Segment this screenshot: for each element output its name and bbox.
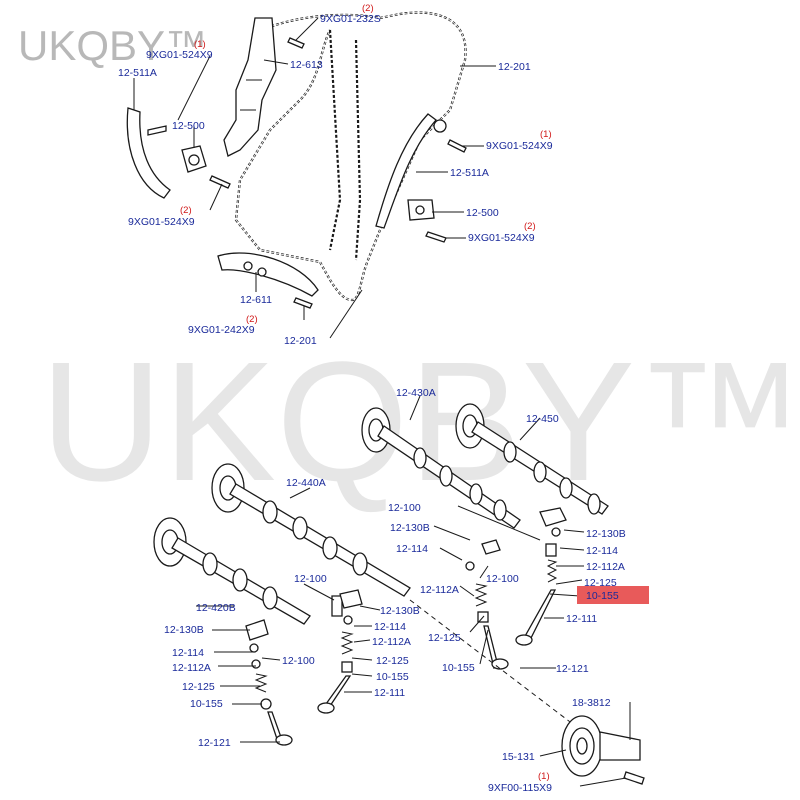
label-12-613: 12-613: [290, 59, 323, 71]
label-12-112A-a: 12-112A: [586, 561, 625, 573]
camshaft-12-440A: [211, 463, 411, 597]
label-12-130B-b: 12-130B: [586, 528, 626, 540]
callout-labels: (2) 9XG01-232S (1) 9XG01-524X9 12-613 12…: [118, 3, 626, 794]
label-12-125-d: 12-125: [182, 681, 215, 693]
label-9XG01-232S: 9XG01-232S: [320, 13, 381, 25]
chain-guide-left-12-511A: [126, 107, 171, 199]
label-12-114-d: 12-114: [172, 647, 204, 659]
label-9XG01-524X9-c: 9XG01-524X9: [128, 216, 195, 228]
corner-watermark: UKQBY™: [18, 22, 207, 69]
chain-guide-lower-12-611: [217, 252, 319, 297]
label-12-100-a: 12-100: [388, 502, 421, 514]
label-9XG01-524X9-a: 9XG01-524X9: [146, 49, 213, 61]
qty-9XG01-524X9-c: (2): [180, 205, 192, 216]
qty-9XG01-242X9: (2): [246, 314, 258, 325]
valve-train-right: [465, 507, 567, 670]
label-12-121-b: 12-121: [198, 737, 231, 749]
bolts-upper: [147, 37, 467, 309]
label-12-125-a: 12-125: [584, 577, 617, 589]
label-12-201-bottom: 12-201: [284, 335, 317, 347]
label-9XG01-242X9: 9XG01-242X9: [188, 324, 255, 336]
qty-9XG01-524X9-a: (1): [194, 39, 206, 50]
label-12-420B: 12-420B: [196, 602, 236, 614]
label-12-611: 12-611: [240, 294, 272, 306]
leader-lines: [133, 17, 631, 787]
label-12-111-a: 12-111: [566, 613, 597, 625]
chain-guide-right-12-511A: [375, 113, 447, 229]
label-12-114-c: 12-114: [374, 621, 406, 633]
label-9XF00-115X9: 9XF00-115X9: [488, 782, 552, 794]
pivot-bolt-12-500-right: [407, 199, 435, 221]
label-10-155-a: 10-155: [442, 662, 475, 674]
label-9XG01-524X9-d: 9XG01-524X9: [468, 232, 535, 244]
label-12-100-d: 12-100: [282, 655, 315, 667]
timing-chain: [234, 11, 467, 302]
label-12-112A-c: 12-112A: [372, 636, 411, 648]
camshaft-12-430A: [361, 407, 521, 529]
label-12-130B-d: 12-130B: [164, 624, 204, 636]
label-12-100-c: 12-100: [294, 573, 327, 585]
label-12-100-b: 12-100: [486, 573, 519, 585]
label-9XG01-524X9-b: 9XG01-524X9: [486, 140, 553, 152]
label-10-155-highlight: 10-155: [586, 590, 619, 602]
label-18-3812: 18-3812: [572, 697, 611, 709]
label-12-500-right: 12-500: [466, 207, 499, 219]
qty-9XG01-524X9-d: (2): [524, 221, 536, 232]
label-12-114-b: 12-114: [586, 545, 618, 557]
qty-9XG01-232S: (2): [362, 3, 374, 14]
camshaft-12-420B: [153, 517, 311, 625]
label-12-125-b: 12-125: [428, 632, 461, 644]
label-12-125-c: 12-125: [376, 655, 409, 667]
pivot-bolt-12-500-left: [181, 145, 207, 173]
chain-tensioner-12-613: [223, 17, 277, 157]
label-12-511A-left: 12-511A: [118, 67, 157, 79]
label-15-131: 15-131: [502, 751, 535, 763]
label-12-201-top: 12-201: [498, 61, 531, 73]
label-12-130B-c: 12-130B: [380, 605, 420, 617]
label-12-112A-b: 12-112A: [420, 584, 459, 596]
label-12-500-left: 12-500: [172, 120, 205, 132]
label-12-130B-a: 12-130B: [390, 522, 430, 534]
label-10-155-c: 10-155: [190, 698, 223, 710]
label-12-114-a: 12-114: [396, 543, 428, 555]
label-12-511A-right: 12-511A: [450, 167, 489, 179]
center-watermark: UKQBY™: [40, 327, 800, 517]
label-12-112A-d: 12-112A: [172, 662, 211, 674]
qty-9XG01-524X9-b: (1): [540, 129, 552, 140]
label-12-111-b: 12-111: [374, 687, 405, 699]
label-12-430A: 12-430A: [396, 387, 436, 399]
camshaft-12-450: [455, 403, 609, 515]
label-12-440A: 12-440A: [286, 477, 326, 489]
highlight-box: [577, 586, 649, 604]
qty-9XF00-115X9: (1): [538, 771, 550, 782]
label-12-121-a: 12-121: [556, 663, 589, 675]
label-10-155-b: 10-155: [376, 671, 409, 683]
label-12-450: 12-450: [526, 413, 559, 425]
